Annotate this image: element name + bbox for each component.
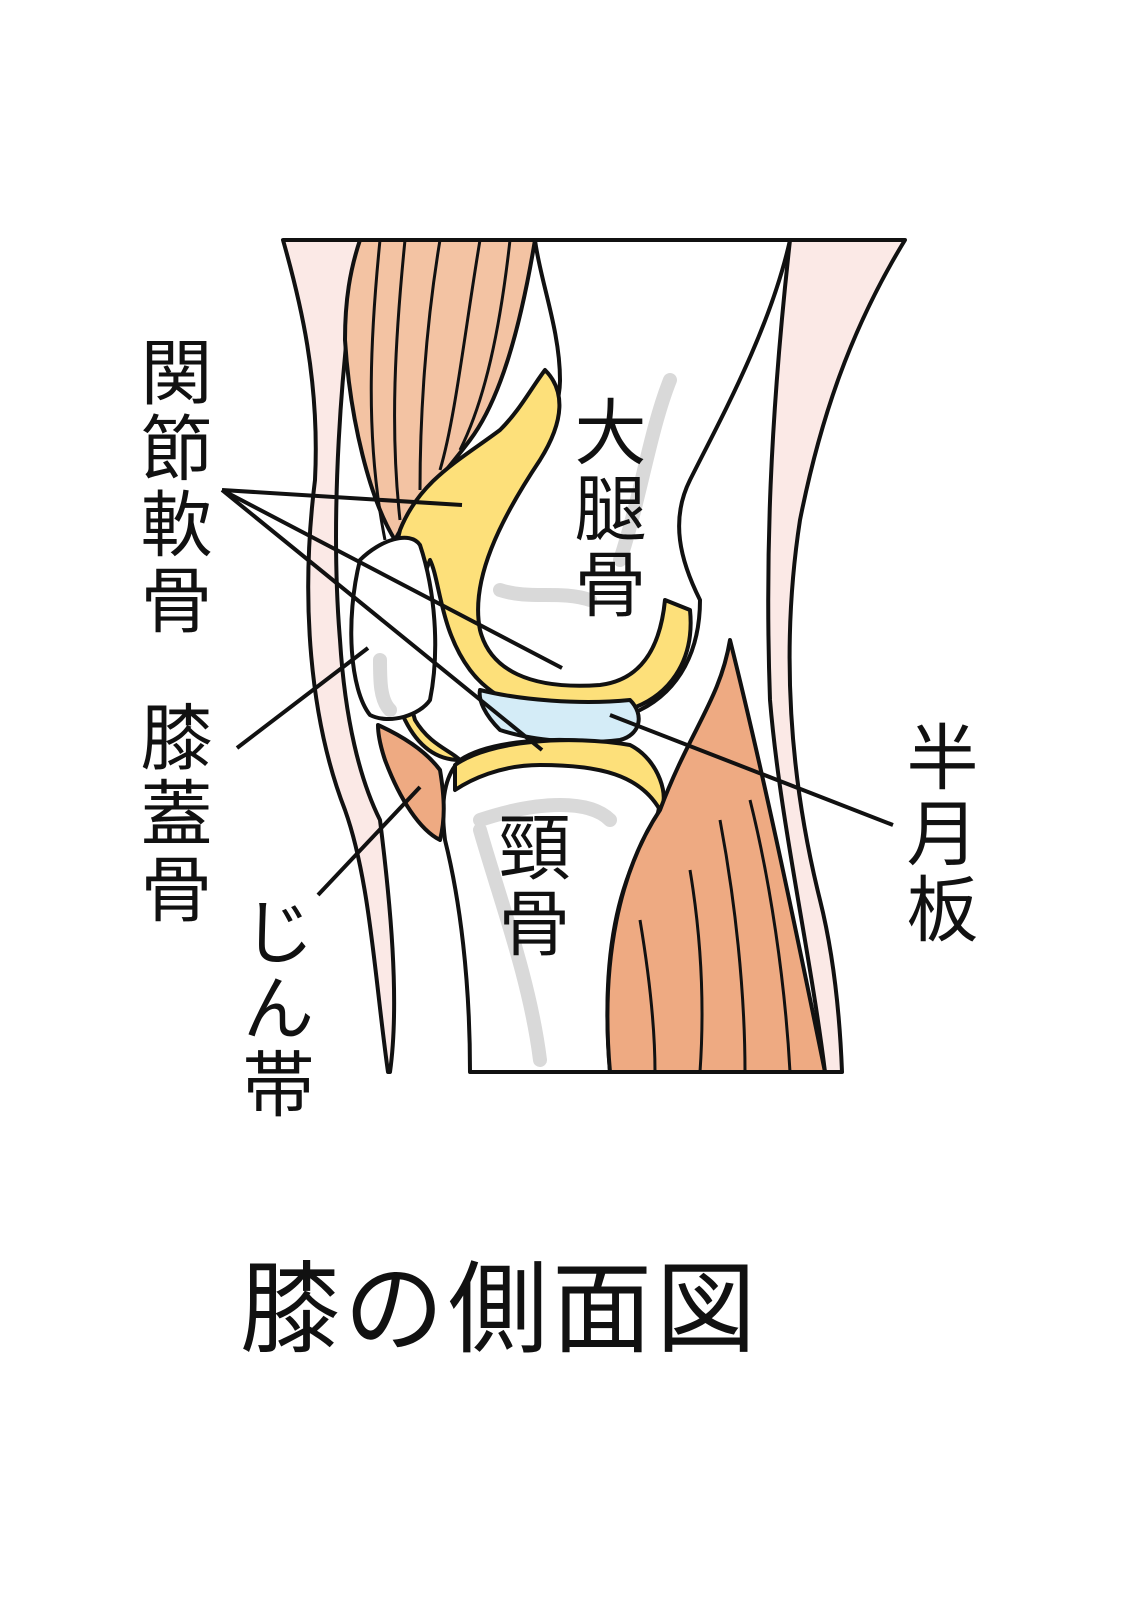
calf-muscle <box>605 638 827 1074</box>
label-femur: 大腿骨 <box>562 395 646 623</box>
label-articular-cartilage: 関節軟骨 <box>128 335 212 639</box>
meniscus <box>477 688 641 744</box>
label-ligament: じん帯 <box>230 895 314 1123</box>
skin-front <box>281 238 397 1074</box>
label-patella: 膝蓋骨 <box>128 700 212 928</box>
skin-back <box>766 238 907 1074</box>
diagram-title: 膝の側面図 <box>240 1251 760 1368</box>
label-meniscus: 半月板 <box>894 720 978 948</box>
patellar-ligament <box>376 723 446 842</box>
label-tibia: 頸骨 <box>486 810 570 962</box>
